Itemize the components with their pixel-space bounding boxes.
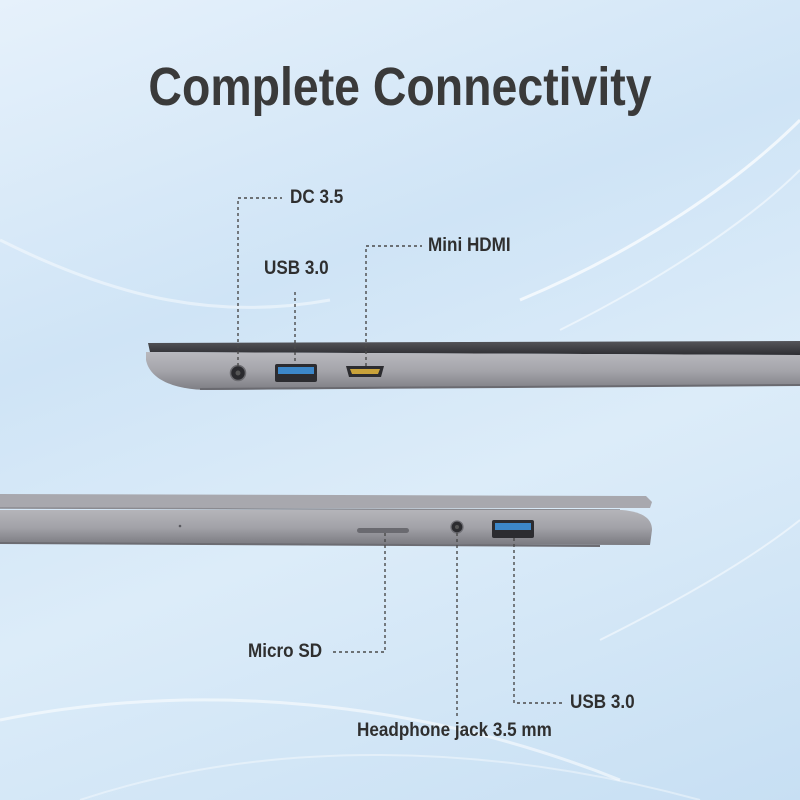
headphone-jack-label: Headphone jack 3.5 mm [357, 720, 552, 741]
usb-port-icon [275, 364, 317, 382]
dc-power-port-icon [229, 364, 247, 382]
page-title: Complete Connectivity [148, 57, 652, 117]
usb-port-label-right: USB 3.0 [570, 692, 635, 713]
hdmi-port-icon [346, 366, 384, 377]
usb-port-label-left: USB 3.0 [264, 258, 329, 279]
dc-port-label: DC 3.5 [290, 187, 344, 208]
micro-sd-label: Micro SD [248, 641, 323, 662]
hdmi-port-label: Mini HDMI [428, 235, 511, 256]
sd-card-slot-icon [357, 528, 409, 533]
usb-port-icon [492, 520, 534, 538]
